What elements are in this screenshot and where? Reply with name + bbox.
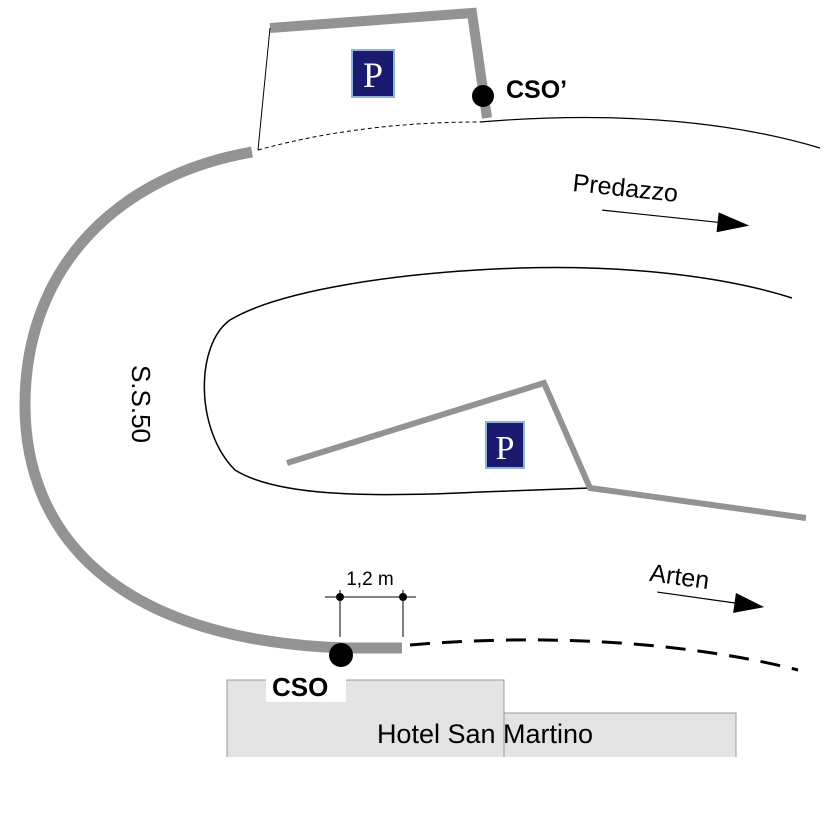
parking-sign-top-icon: P: [351, 49, 395, 98]
cso-top-label: CSO’: [506, 76, 567, 104]
parking-lot-center: [286, 379, 807, 521]
parking-sign-center-icon: P: [485, 421, 525, 469]
predazzo-label: Predazzo: [571, 169, 679, 208]
arrow-right-icon: [733, 593, 765, 613]
parking-lot-top-side: [257, 27, 271, 151]
cso-bottom-marker: [329, 643, 353, 667]
distance-dimension: 1,2 m: [325, 569, 416, 637]
cso-bottom-label: CSO: [272, 672, 328, 702]
arten-direction: Arten: [648, 559, 765, 613]
cso-top-marker: [472, 85, 494, 107]
road-ss50-edge: [19, 146, 402, 654]
hotel-building: [226, 679, 737, 757]
road-bottom-dashed: [409, 638, 799, 672]
road-inner-island: [203, 266, 793, 496]
arrow-right-icon: [716, 212, 750, 233]
svg-text:P: P: [496, 430, 515, 467]
svg-text:P: P: [363, 55, 383, 95]
parking-lot-top-wall: [269, 7, 492, 119]
distance-label: 1,2 m: [346, 569, 394, 590]
road-outer-edge: [479, 116, 821, 149]
parking-lot-top-entrance: [257, 121, 481, 151]
cso-bottom-label-bg: [266, 670, 346, 702]
road-ss50-label: S.S.50: [126, 365, 156, 443]
arten-label: Arten: [648, 559, 711, 595]
predazzo-direction: Predazzo: [571, 169, 750, 233]
hotel-label: Hotel San Martino: [377, 719, 593, 749]
